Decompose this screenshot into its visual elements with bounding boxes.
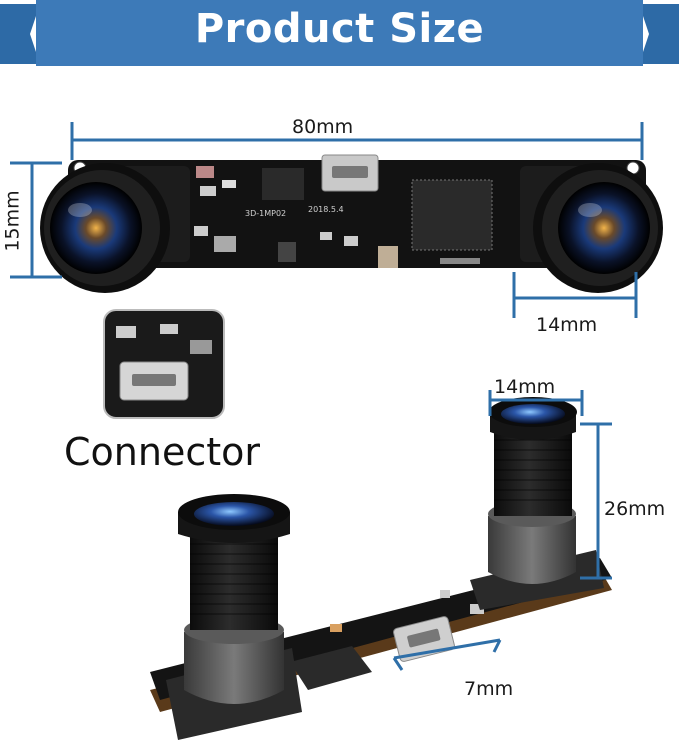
right-lens-iso	[470, 397, 604, 610]
silkscreen-date: 2018.5.4	[308, 205, 344, 214]
dimension-lines-bottom	[392, 390, 612, 671]
dimension-lines-top	[10, 122, 644, 318]
left-lens-top	[40, 163, 170, 293]
right-lens-top	[533, 163, 663, 293]
left-lens-iso	[166, 494, 302, 740]
connector-label: Connector	[64, 430, 260, 474]
dimension-connector-width-label: 7mm	[464, 678, 514, 700]
top-board-view: 3D-1MP02 2018.5.4	[40, 154, 663, 293]
silkscreen-model: 3D-1MP02	[245, 209, 286, 218]
title-banner	[0, 0, 679, 66]
bottom-board-view	[150, 397, 612, 740]
connector-closeup	[103, 309, 225, 419]
dimension-height-label: 15mm	[1, 190, 24, 252]
page-title: Product Size	[194, 6, 485, 52]
dimension-lens-height-label: 26mm	[604, 498, 666, 520]
dimension-lens-width-bottom-label: 14mm	[494, 376, 556, 398]
dimension-width-label: 80mm	[292, 116, 354, 138]
dimension-lens-width-top-label: 14mm	[536, 314, 598, 336]
main-chip	[411, 179, 493, 251]
